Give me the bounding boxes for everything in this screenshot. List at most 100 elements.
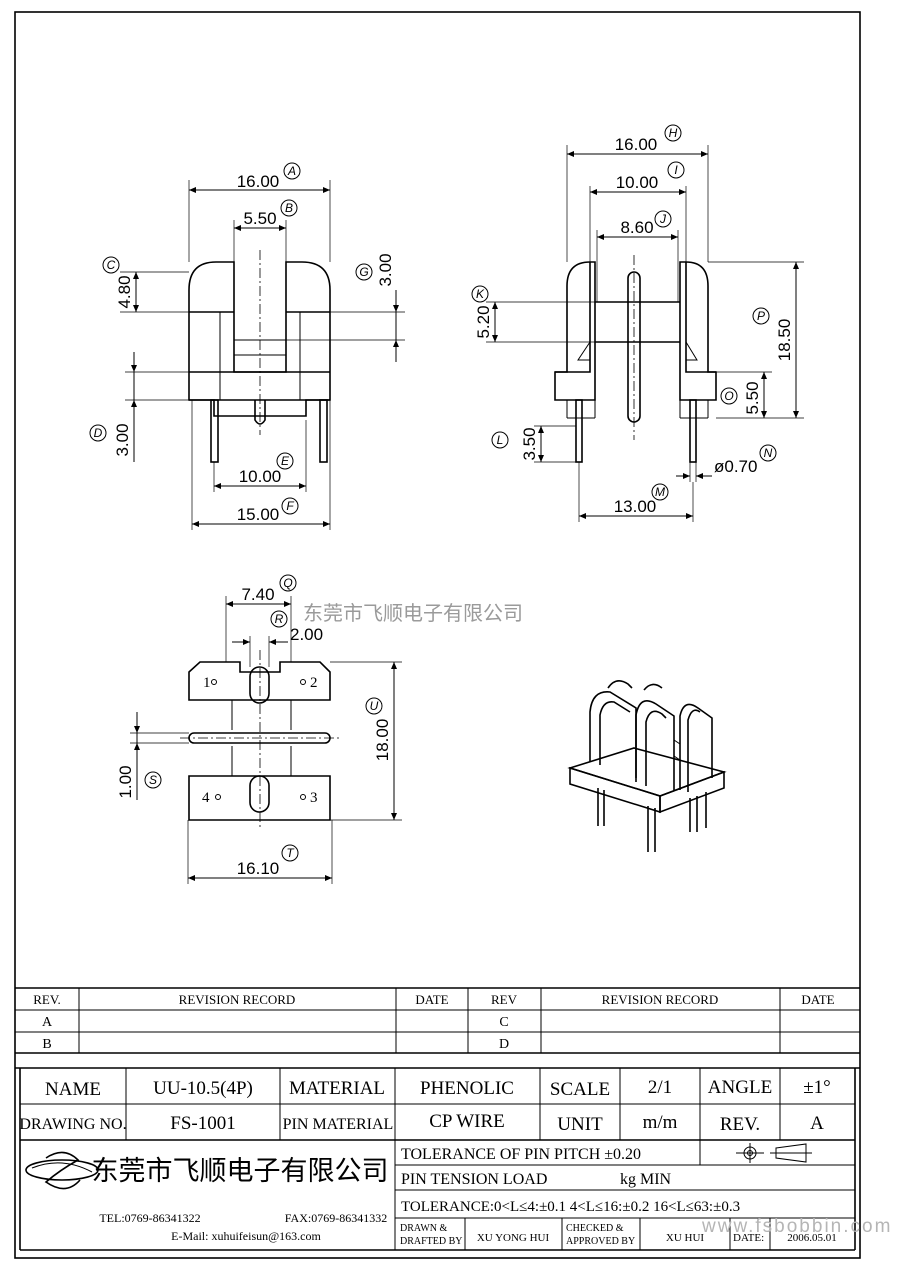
dim-d-value: 3.00 xyxy=(113,423,132,456)
title-block: NAME UU-10.5(4P) MATERIAL PHENOLIC SCALE… xyxy=(15,1067,860,1251)
tolerance-ranges: TOLERANCE:0<L≤4:±0.1 4<L≤16:±0.2 16<L≤63… xyxy=(401,1199,740,1215)
company-logo-icon xyxy=(25,1151,99,1190)
revision-table: REV. REVISION RECORD DATE REV REVISION R… xyxy=(15,987,860,1054)
dim-h-tag: H xyxy=(669,126,678,140)
dim-l-tag: L xyxy=(497,433,504,447)
bottom-view: 1 2 4 3 7.40 Q 2.00 R 18.00 U xyxy=(116,574,402,884)
pin-label-2: 2 xyxy=(310,675,318,691)
dim-a-value: 16.00 xyxy=(237,172,280,191)
dim-m-value: 13.00 xyxy=(614,497,657,516)
projection-symbol-icon xyxy=(736,1143,812,1163)
revision-record-header: REVISION RECORD xyxy=(179,992,296,1007)
angle-label: ANGLE xyxy=(708,1077,772,1098)
rev-label: REV. xyxy=(720,1114,760,1135)
dim-i-tag: I xyxy=(674,163,678,177)
drawn-label-2: DRAFTED BY xyxy=(400,1236,463,1247)
date-header-2: DATE xyxy=(801,992,834,1007)
pin-tension-load: PIN TENSION LOAD xyxy=(401,1171,547,1188)
dim-u-value: 18.00 xyxy=(373,719,392,762)
rev-value: A xyxy=(810,1113,824,1134)
dim-e-tag: E xyxy=(281,454,290,468)
dim-j-value: 8.60 xyxy=(620,218,653,237)
name-label: NAME xyxy=(45,1079,101,1100)
pin-tension-unit: kg MIN xyxy=(620,1171,672,1188)
scale-value: 2/1 xyxy=(648,1077,672,1098)
pin-label-4: 4 xyxy=(202,790,210,806)
pin-material-label: PIN MATERIAL xyxy=(283,1116,394,1133)
drawn-label-1: DRAWN & xyxy=(400,1223,447,1234)
checked-label-2: APPROVED BY xyxy=(566,1236,635,1247)
dim-o-value: 5.50 xyxy=(743,381,762,414)
checked-label-1: CHECKED & xyxy=(566,1223,624,1234)
dim-c-value: 4.80 xyxy=(115,275,134,308)
drawn-value: XU YONG HUI xyxy=(477,1232,550,1244)
dim-p-tag: P xyxy=(757,309,765,323)
watermark-company: 东莞市飞顺电子有限公司 xyxy=(303,602,523,625)
pin-label-1: 1 xyxy=(203,675,211,691)
rev-row-a: A xyxy=(42,1015,53,1030)
dim-i-value: 10.00 xyxy=(616,173,659,192)
dim-n-tag: N xyxy=(764,446,773,460)
unit-value: m/m xyxy=(643,1112,678,1133)
date-header: DATE xyxy=(415,992,448,1007)
checked-value: XU HUI xyxy=(666,1232,705,1244)
company-fax: FAX:0769-86341332 xyxy=(285,1211,387,1225)
dim-b-value: 5.50 xyxy=(243,209,276,228)
rev-header: REV. xyxy=(33,992,61,1007)
front-view: 16.00 A 5.50 B 4.80 C 3.00 G 3.00 D xyxy=(89,162,405,530)
dim-g-tag: G xyxy=(359,265,368,279)
dim-p-value: 18.50 xyxy=(775,319,794,362)
rev-header-2: REV xyxy=(491,992,518,1007)
dim-r-value: 2.00 xyxy=(290,625,323,644)
dim-s-value: 1.00 xyxy=(116,765,135,798)
dim-l-value: 3.50 xyxy=(520,427,539,460)
name-value: UU-10.5(4P) xyxy=(153,1078,253,1099)
scale-label: SCALE xyxy=(550,1079,610,1100)
dim-j-tag: J xyxy=(659,212,667,226)
company-email: E-Mail: xuhuifeisun@163.com xyxy=(171,1229,321,1243)
pin-label-3: 3 xyxy=(310,790,318,806)
dim-m-tag: M xyxy=(655,485,665,499)
material-value: PHENOLIC xyxy=(420,1078,514,1099)
pin-hole-2 xyxy=(300,679,306,685)
rev-row-c: C xyxy=(499,1015,508,1030)
dim-u-tag: U xyxy=(370,699,379,713)
pin-hole-3 xyxy=(300,794,306,800)
dim-n-value: ø0.70 xyxy=(714,457,757,476)
pin-hole-1 xyxy=(211,679,217,685)
dim-r-tag: R xyxy=(275,612,284,626)
dim-g-value: 3.00 xyxy=(376,253,395,286)
date-value: 2006.05.01 xyxy=(787,1232,837,1244)
revision-record-header-2: REVISION RECORD xyxy=(602,992,719,1007)
dim-f-tag: F xyxy=(286,499,294,513)
sheet-border xyxy=(14,11,861,1259)
dim-e-value: 10.00 xyxy=(239,467,282,486)
dim-o-tag: O xyxy=(724,389,733,403)
isometric-view xyxy=(567,680,727,852)
dim-b-tag: B xyxy=(285,201,293,215)
pin-material-value: CP WIRE xyxy=(429,1111,504,1132)
unit-label: UNIT xyxy=(557,1114,603,1135)
pin-hole-4 xyxy=(215,794,221,800)
dim-a-tag: A xyxy=(287,164,296,178)
dim-t-value: 16.10 xyxy=(237,859,280,878)
dim-t-tag: T xyxy=(286,846,295,860)
company-name: 东莞市飞顺电子有限公司 xyxy=(92,1156,389,1186)
angle-value: ±1° xyxy=(803,1077,831,1098)
tolerance-of-pin-pitch: TOLERANCE OF PIN PITCH ±0.20 xyxy=(401,1146,641,1163)
dim-d-tag: D xyxy=(94,426,103,440)
dim-c-tag: C xyxy=(107,258,116,272)
watermark-site: www.fsbobbin.com xyxy=(701,1216,892,1237)
dim-k-value: 5.20 xyxy=(474,305,493,338)
drawing-no-value: FS-1001 xyxy=(170,1113,235,1134)
dim-q-value: 7.40 xyxy=(241,585,274,604)
drawing-no-label: DRAWING NO. xyxy=(19,1116,126,1133)
dim-h-value: 16.00 xyxy=(615,135,658,154)
side-view: 16.00 H 10.00 I 8.60 J 5.20 K 18.50 P 5.… xyxy=(471,124,804,522)
dim-k-tag: K xyxy=(476,287,485,301)
dim-f-value: 15.00 xyxy=(237,505,280,524)
dim-q-tag: Q xyxy=(283,576,292,590)
material-label: MATERIAL xyxy=(289,1078,385,1099)
rev-row-b: B xyxy=(42,1037,51,1052)
